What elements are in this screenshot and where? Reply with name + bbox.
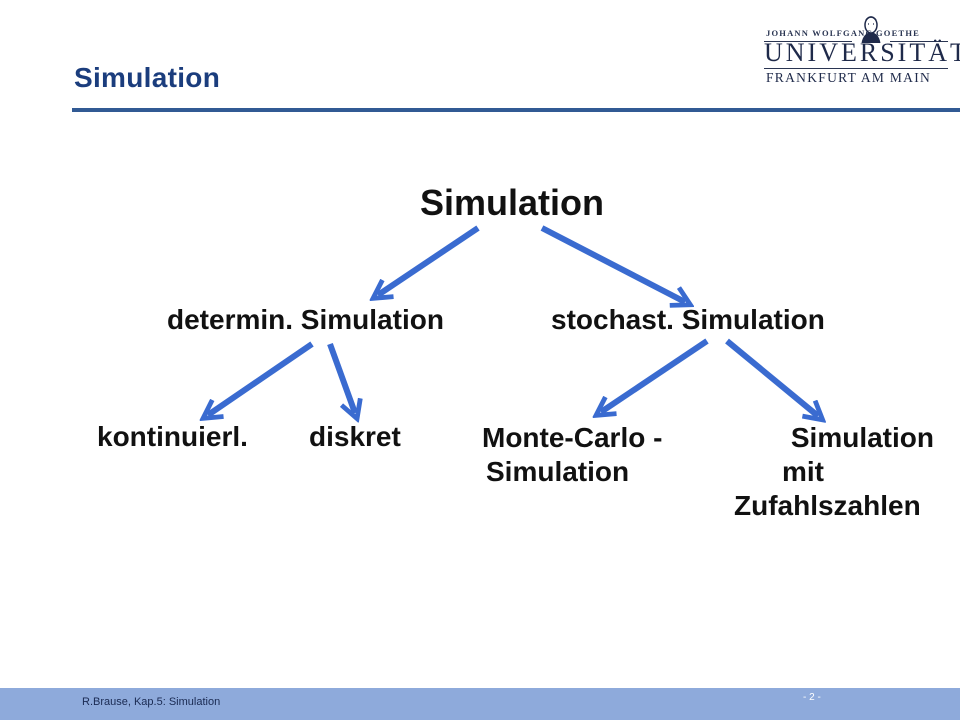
- logo-line-1b: GOETHE: [876, 28, 921, 38]
- arrow-stochast-to-zufall: [725, 338, 818, 416]
- arrow-root-to-stochast: [540, 225, 685, 302]
- title-divider: [72, 108, 960, 112]
- page-number: - 2 -: [803, 692, 821, 703]
- node-zufall-line-2: mit: [782, 456, 824, 487]
- node-diskret: diskret: [309, 421, 401, 452]
- logo-line-3: FRANKFURT AM MAIN: [766, 70, 932, 85]
- node-monte-carlo: Monte-Carlo - Simulation: [478, 421, 698, 489]
- arrow-stochast-to-montecarlo: [601, 338, 709, 412]
- node-zufallszahlen: Simulation mit Zufahlszahlen: [730, 421, 954, 523]
- logo-rule-left: [764, 41, 852, 42]
- slide-title: Simulation: [74, 62, 221, 93]
- arrow-determin-to-kontinuierl: [208, 341, 314, 415]
- footer-source: R.Brause, Kap.5: Simulation: [82, 696, 221, 708]
- node-simulation-root: Simulation: [420, 182, 605, 223]
- logo-line-2: UNIVERSITÄT: [764, 38, 960, 67]
- node-determin-simulation: determin. Simulation: [167, 304, 444, 335]
- arrow-determin-to-diskret: [327, 342, 355, 413]
- logo-line-1a: JOHANN WOLFGANG: [766, 28, 874, 38]
- logo-rule-bottom: [764, 68, 948, 69]
- node-zufall-line-1: Simulation: [790, 422, 934, 453]
- node-stochast-simulation: stochast. Simulation: [551, 304, 825, 335]
- node-monte-carlo-line-1: Monte-Carlo -: [482, 422, 663, 453]
- goethe-portrait-icon: [861, 16, 881, 44]
- node-monte-carlo-line-2: Simulation: [486, 456, 630, 487]
- node-kontinuierl: kontinuierl.: [97, 421, 248, 452]
- arrow-root-to-determin: [378, 225, 480, 295]
- footer-bar: [0, 688, 960, 720]
- logo-rule-right: [890, 41, 948, 42]
- node-zufall-line-3: Zufahlszahlen: [734, 490, 921, 521]
- university-logo: JOHANN WOLFGANG GOETHE UNIVERSITÄT FRANK…: [760, 14, 960, 88]
